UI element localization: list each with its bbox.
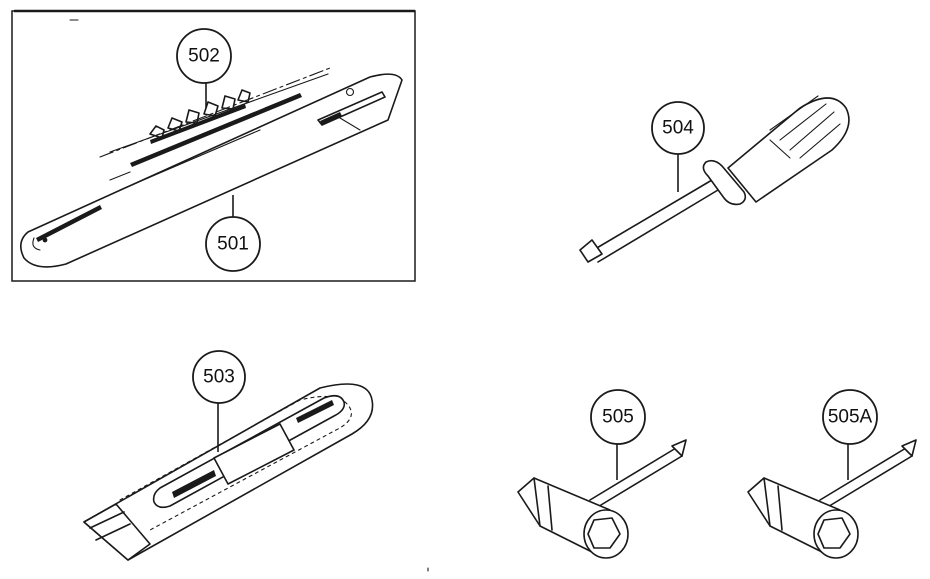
- guide-bar-inset-frame: [11, 9, 416, 282]
- callout-505: 505: [590, 389, 646, 445]
- leader-lines: [205, 82, 849, 480]
- callout-label-504: 504: [662, 118, 694, 139]
- bar-cover-drawing: [83, 383, 374, 561]
- callout-505a: 505A: [822, 389, 878, 445]
- screwdriver-drawing: [579, 95, 850, 263]
- saw-chain-drawing: [99, 67, 331, 158]
- combination-wrench-drawing: [517, 439, 687, 559]
- callout-502: 502: [176, 28, 232, 84]
- callout-label-505: 505: [602, 407, 634, 428]
- callout-label-502: 502: [188, 46, 220, 67]
- callout-501: 501: [205, 216, 261, 272]
- combination-wrench-alt-drawing: [747, 439, 917, 559]
- callout-504: 504: [651, 101, 705, 155]
- callout-label-505a: 505A: [828, 407, 873, 428]
- callout-label-501: 501: [217, 234, 249, 255]
- callout-503: 503: [192, 350, 246, 404]
- guide-bar-drawing: [20, 73, 403, 268]
- callout-label-503: 503: [203, 367, 235, 388]
